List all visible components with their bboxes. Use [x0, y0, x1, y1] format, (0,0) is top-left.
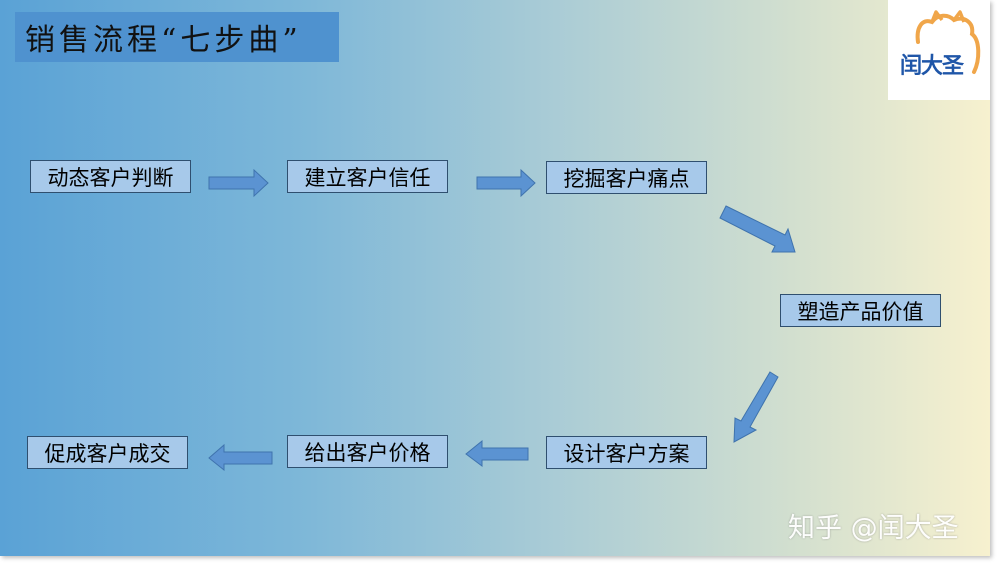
- arrow-5-to-6: [465, 439, 529, 467]
- cat-ear-icon: [915, 10, 981, 74]
- step-label: 设计客户方案: [563, 441, 690, 466]
- arrow-3-to-4: [719, 205, 796, 253]
- step-label: 给出客户价格: [304, 440, 431, 465]
- step-label: 塑造产品价值: [797, 299, 924, 324]
- step-label: 挖掘客户痛点: [563, 166, 690, 191]
- step-product-value: 塑造产品价值: [780, 294, 941, 327]
- flow-arrows: [208, 168, 796, 472]
- step-dynamic-judgment: 动态客户判断: [30, 160, 191, 193]
- watermark: 知乎 @闰大圣: [788, 513, 959, 544]
- arrow-1-to-2: [208, 168, 269, 198]
- step-label: 动态客户判断: [47, 165, 174, 190]
- step-give-price: 给出客户价格: [287, 435, 448, 468]
- step-pain-points: 挖掘客户痛点: [546, 161, 707, 194]
- step-design-plan: 设计客户方案: [546, 436, 707, 469]
- arrow-6-to-7: [208, 443, 273, 472]
- step-label: 建立客户信任: [304, 165, 431, 190]
- step-build-trust: 建立客户信任: [287, 160, 448, 193]
- slide-canvas: 销售流程“七步曲” 闰大圣 动态客户判断 建立客户信任 挖掘客户痛点 塑造产品价…: [0, 0, 990, 556]
- arrow-4-to-5: [733, 371, 779, 443]
- step-label: 促成客户成交: [44, 441, 171, 466]
- arrow-2-to-3: [476, 168, 536, 198]
- title-banner: 销售流程“七步曲”: [15, 12, 339, 62]
- step-close-deal: 促成客户成交: [27, 436, 188, 469]
- brand-logo: 闰大圣: [888, 0, 990, 100]
- slide-title: 销售流程“七步曲”: [25, 23, 302, 58]
- logo-text: 闰大圣: [900, 54, 964, 79]
